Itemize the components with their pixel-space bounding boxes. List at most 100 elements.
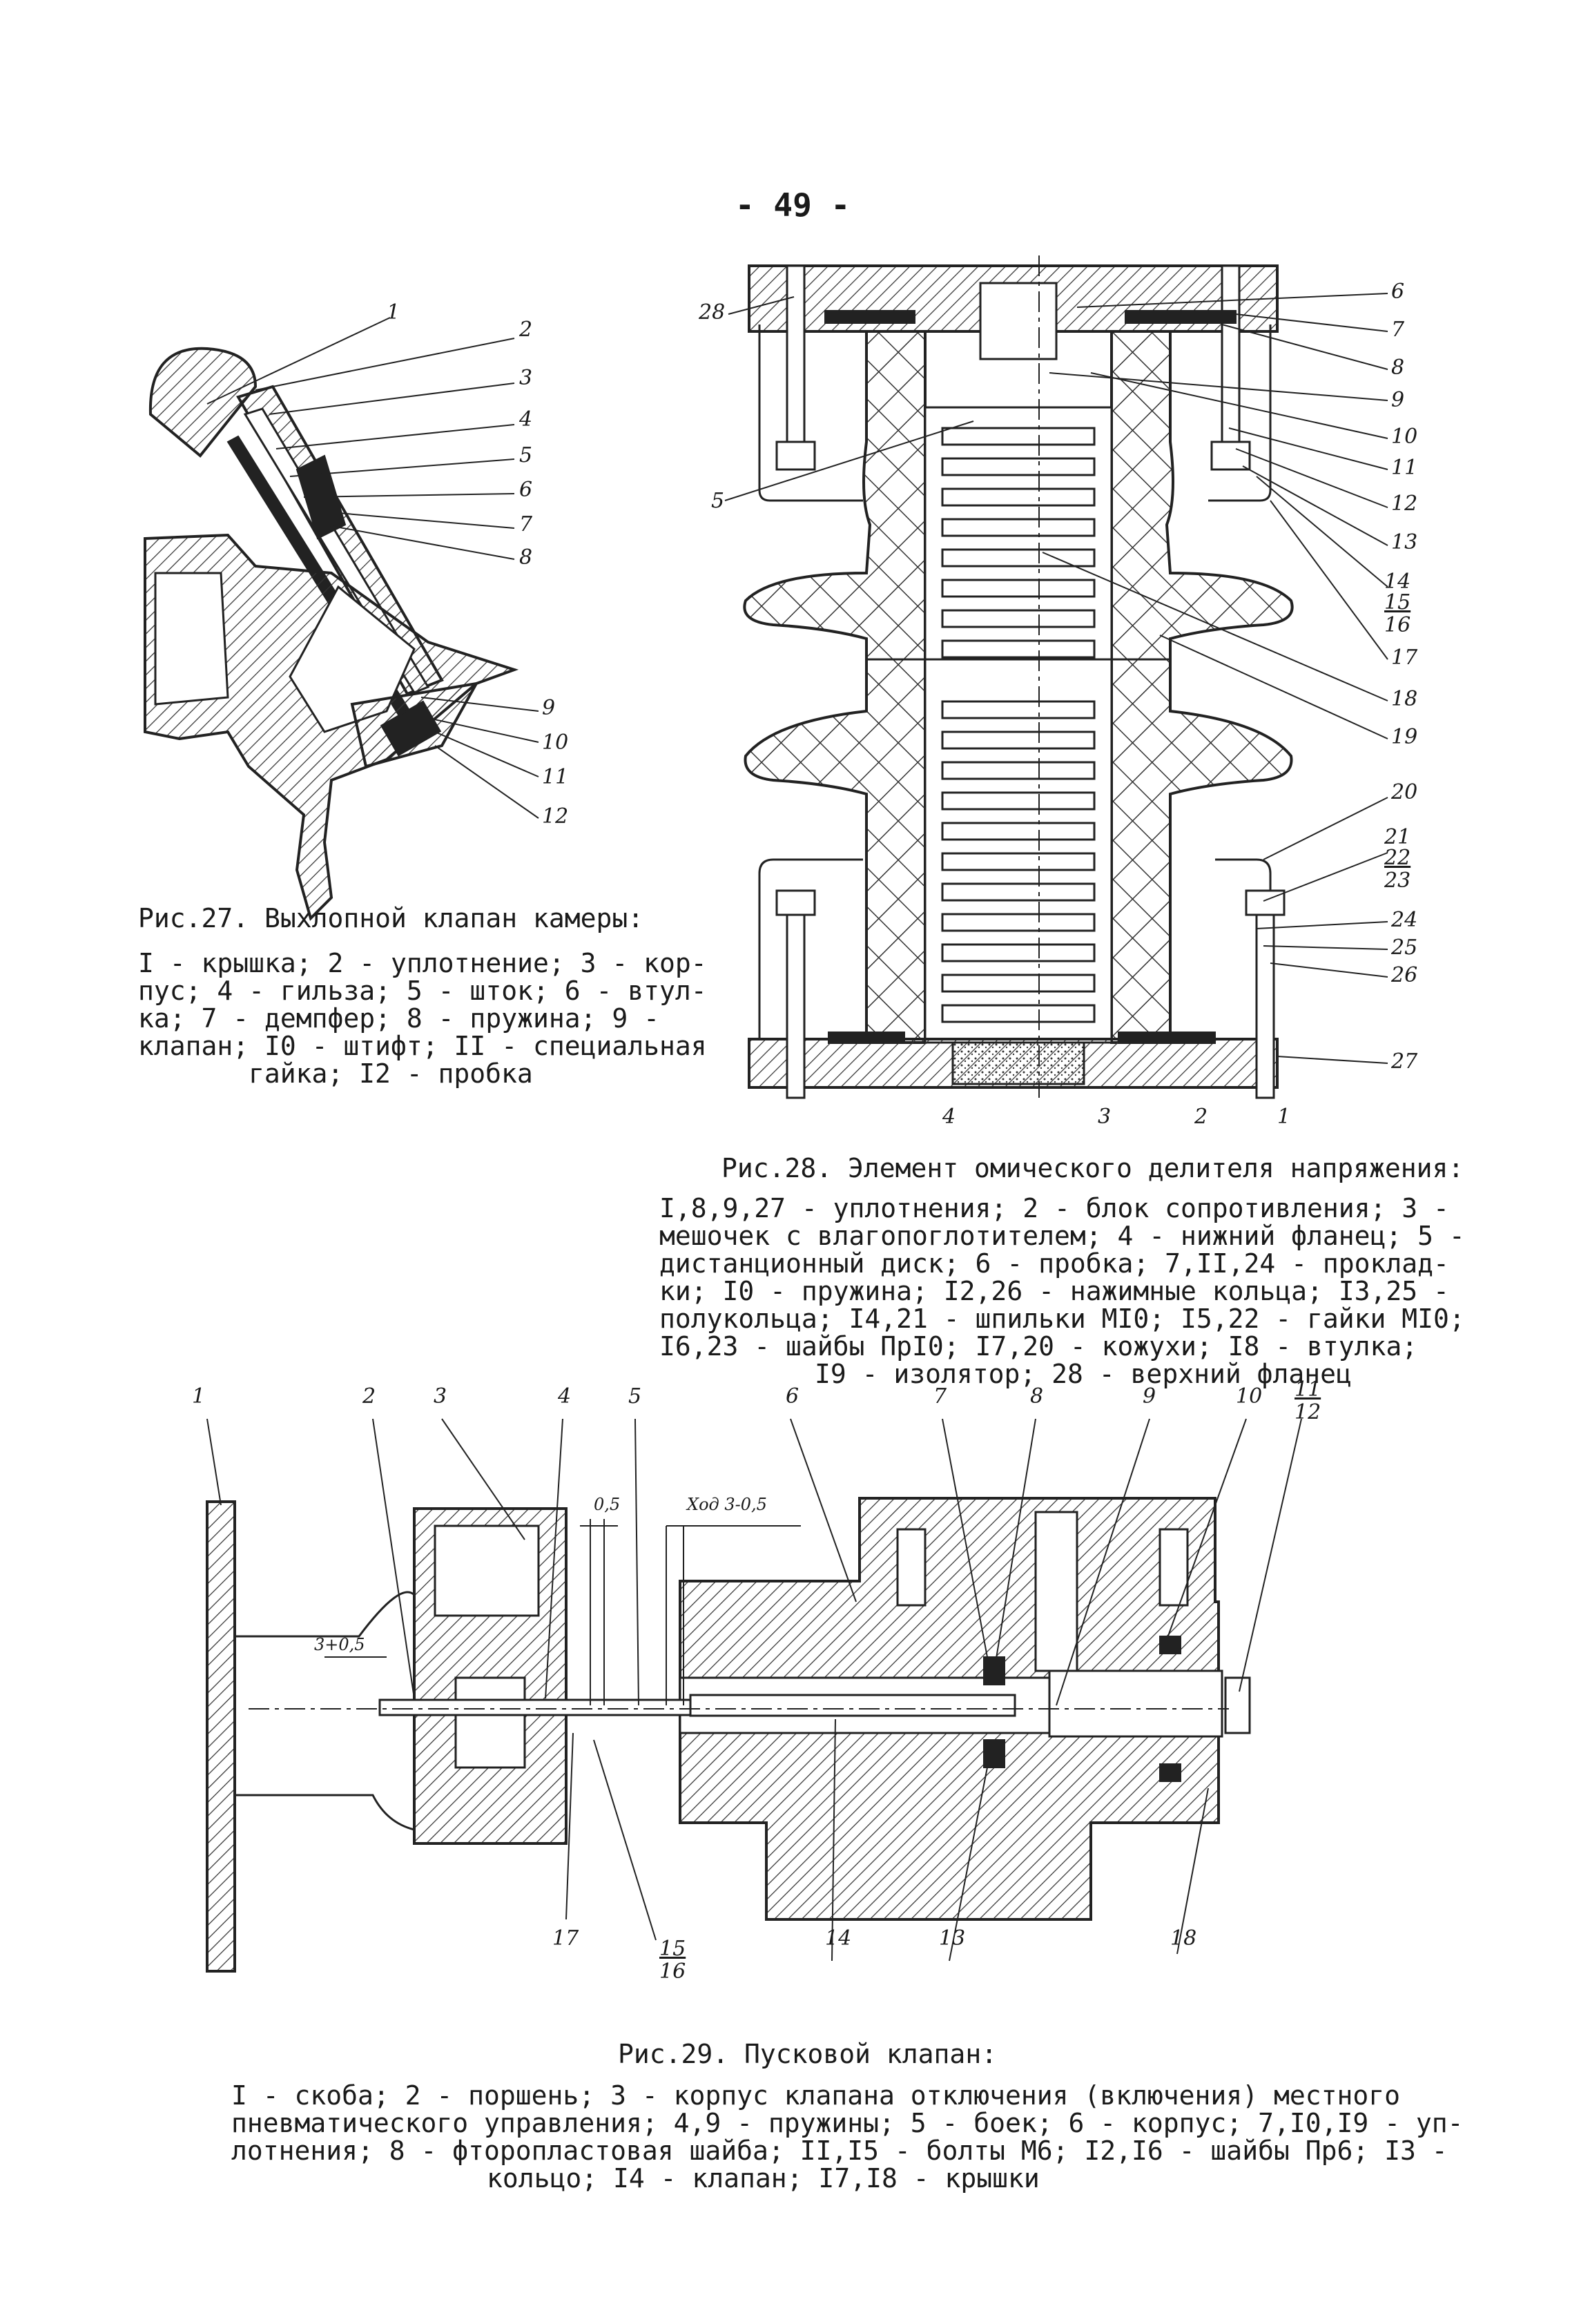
fig28-caption-line: I,8,9,27 - уплотнения; 2 - блок сопротив…: [659, 1193, 1449, 1223]
fig28-label: 26: [1391, 963, 1418, 987]
fig29-label: 5: [628, 1384, 642, 1408]
fig27-drawing: [144, 317, 539, 921]
resistor-plate: [941, 852, 1096, 871]
resistor-plate: [941, 548, 1096, 568]
fig29-label: 16: [659, 1959, 686, 1984]
fig29-label: 15: [659, 1937, 686, 1961]
fig28-label: 24: [1391, 908, 1418, 932]
fig28-label: 17: [1391, 646, 1418, 670]
fig29-label: 6: [786, 1384, 799, 1408]
fig29-label: 1: [192, 1384, 206, 1408]
resistor-plate: [941, 791, 1096, 811]
resistor-plate: [941, 427, 1096, 446]
fig27-label: 10: [542, 730, 569, 755]
resistor-plate: [941, 1004, 1096, 1023]
fig28-label: 1: [1277, 1105, 1291, 1129]
fig27-caption-line: пус; 4 - гильза; 5 - шток; 6 - втул-: [138, 976, 707, 1006]
fig28-caption-line: I9 - изолятор; 28 - верхний фланец: [815, 1359, 1352, 1389]
fig29-label: 18: [1170, 1926, 1197, 1950]
fig29-caption-title: Рис.29. Пусковой клапан:: [618, 2039, 998, 2069]
resistor-plate: [941, 639, 1096, 659]
fig27-label: 2: [519, 318, 533, 342]
fig29-label: 4: [558, 1384, 572, 1408]
fig29-label: 14: [825, 1926, 852, 1950]
fig27-label: 12: [542, 804, 569, 829]
fig29-label: 8: [1030, 1384, 1044, 1408]
fig29-label: 2: [362, 1384, 376, 1408]
fig28-label: 13: [1391, 530, 1418, 554]
fig29-dim-gap: 0,5: [594, 1495, 621, 1514]
fig27-label: 8: [519, 545, 533, 570]
fig29-caption-line: I - скоба; 2 - поршень; 3 - корпус клапа…: [231, 2080, 1400, 2111]
resistor-plate: [941, 882, 1096, 902]
fig29-dim-piston: 3+0,5: [314, 1635, 365, 1654]
fig28-label: 14: [1384, 570, 1411, 594]
fig29-drawing: [206, 1418, 1302, 1973]
fig28-label: 18: [1391, 687, 1418, 711]
resistor-plate: [941, 487, 1096, 507]
resistor-plate: [941, 913, 1096, 932]
fig27-caption-line: клапан; I0 - штифт; II - специальная: [138, 1031, 707, 1061]
fig28-label: 20: [1391, 780, 1418, 804]
resistor-plate: [941, 761, 1096, 780]
fig27-caption-title: Рис.27. Выхлопной клапан камеры:: [138, 903, 644, 933]
fig29-label: 17: [552, 1926, 579, 1950]
fig28-label: 8: [1391, 356, 1405, 380]
fig27-label: 3: [519, 366, 533, 390]
fig29-label: 13: [939, 1926, 966, 1950]
fig28-caption-line: ки; I0 - пружина; I2,26 - нажимные кольц…: [659, 1276, 1449, 1306]
fig27-caption-line: I - крышка; 2 - уплотнение; 3 - кор-: [138, 948, 707, 978]
resistor-plate: [941, 579, 1096, 598]
fig28-label: 4: [942, 1105, 956, 1129]
fig28-label: 19: [1391, 725, 1418, 749]
fig28-label: 27: [1391, 1049, 1418, 1074]
fig28-label: 9: [1391, 388, 1405, 412]
resistor-plate: [941, 609, 1096, 628]
fig28-label: 10: [1391, 425, 1418, 449]
fig28-drawing: [724, 255, 1388, 1099]
fig27-label: 1: [387, 300, 400, 325]
fig27-caption-line: ка; 7 - демпфер; 8 - пружина; 9 -: [138, 1003, 659, 1034]
fig27-caption-line: гайка; I2 - пробка: [249, 1058, 533, 1089]
fig29-label: 7: [933, 1384, 947, 1408]
resistor-plate: [941, 822, 1096, 841]
fig28-label: 15: [1384, 590, 1411, 614]
fig27-label: 11: [542, 765, 569, 789]
fig29-caption-line: кольцо; I4 - клапан; I7,I8 - крышки: [487, 2163, 1040, 2194]
fig28-label: 2: [1194, 1105, 1208, 1129]
fig28-caption-line: дистанционный диск; 6 - пробка; 7,II,24 …: [659, 1248, 1449, 1279]
fig29-label: 12: [1295, 1400, 1321, 1424]
resistor-plate: [941, 700, 1096, 719]
fig29-label: 3: [434, 1384, 447, 1408]
fig28-label: 3: [1098, 1105, 1112, 1129]
fig29-label: 9: [1143, 1384, 1156, 1408]
fig28-label: 23: [1384, 869, 1411, 893]
fig27-caption-body: I - крышка; 2 - уплотнение; 3 - кор- пус…: [138, 949, 707, 1087]
fig28-label: 28: [699, 300, 726, 325]
fig28-caption-line: мешочек с влагопоглотителем; 4 - нижний …: [659, 1221, 1465, 1251]
fig27-label: 9: [542, 696, 556, 720]
fig28-caption-body: I,8,9,27 - уплотнения; 2 - блок сопротив…: [659, 1194, 1465, 1388]
fig28-label: 16: [1384, 613, 1411, 637]
resistor-plate: [941, 974, 1096, 993]
fig27-label: 5: [519, 443, 533, 467]
fig27-label: 6: [519, 478, 533, 502]
resistor-plate: [941, 457, 1096, 476]
fig28-label: 7: [1391, 318, 1405, 342]
fig29-caption-body: I - скоба; 2 - поршень; 3 - корпус клапа…: [231, 2082, 1463, 2192]
resistor-plate: [941, 730, 1096, 750]
page-number: - 49 -: [735, 186, 851, 224]
fig28-label: 6: [1391, 280, 1405, 304]
fig29-label: 11: [1295, 1377, 1321, 1402]
fig29-caption-line: лотнения; 8 - фторопластовая шайба; II,I…: [231, 2136, 1448, 2166]
fig28-label: 25: [1391, 936, 1418, 960]
resistor-plate: [941, 518, 1096, 537]
fig27-label: 7: [519, 512, 533, 536]
fig27-label: 4: [519, 407, 533, 432]
fig28-label: 12: [1391, 492, 1418, 516]
fig28-label: 11: [1391, 456, 1418, 480]
fig28-label: 22: [1384, 846, 1411, 870]
fig28-label: 5: [711, 489, 725, 513]
fig29-caption-line: пневматического управления; 4,9 - пружин…: [231, 2108, 1464, 2138]
